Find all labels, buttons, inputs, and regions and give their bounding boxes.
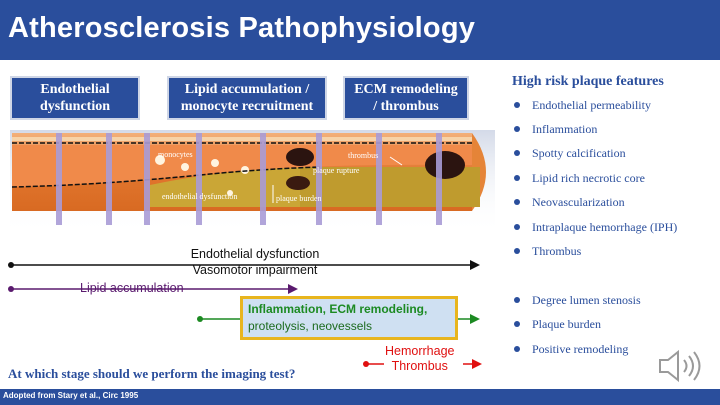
label-plaque-burden: plaque burden [276, 194, 322, 203]
bullet-icon [514, 321, 520, 328]
divider [436, 133, 442, 225]
stage-label: Endothelial dysfunction [39, 82, 111, 114]
arrow-head [472, 359, 482, 369]
monocyte [155, 155, 165, 165]
divider [260, 133, 266, 225]
rupture-blob [286, 176, 310, 190]
high-risk-title: High risk plaque features [512, 74, 664, 89]
feature-label: Neovascularization [532, 195, 625, 209]
lumen [12, 145, 472, 187]
feature-item: Neovascularization [514, 195, 625, 210]
thrombus-text: Thrombus [391, 359, 448, 373]
stage-label: ECM remodeling / thrombus [354, 82, 458, 114]
divider [144, 133, 150, 225]
divider [376, 133, 382, 225]
slide-title: Atherosclerosis Pathophysiology [8, 12, 476, 44]
speaker-wave [683, 359, 688, 373]
stage-lipid-accumulation: Lipid accumulation / monocyte recruitmen… [167, 76, 327, 120]
lipid-accumulation-label: Lipid accumulation [80, 281, 184, 295]
monocyte [211, 159, 219, 167]
speaker-body [659, 349, 679, 383]
bullet-icon [514, 126, 520, 133]
feature-label: Lipid rich necrotic core [532, 171, 645, 185]
arrow-head [470, 260, 480, 270]
feature-label: Degree lumen stenosis [532, 293, 641, 307]
feature-item: Spotty calcification [514, 146, 626, 161]
feature-item: Positive remodeling [514, 342, 628, 357]
speaker-wave [693, 351, 701, 381]
label-monocytes: monocytes [158, 150, 193, 159]
feature-label: Intraplaque hemorrhage (IPH) [532, 220, 678, 234]
arrow-head [470, 314, 480, 324]
feature-label: Inflammation [532, 122, 598, 136]
footer-bar: Adopted from Stary et al., Circ 1995 [0, 389, 720, 405]
title-bar: Atherosclerosis Pathophysiology [0, 0, 720, 60]
imaging-question: At which stage should we perform the ima… [8, 366, 296, 381]
divider [56, 133, 62, 225]
bullet-icon [514, 102, 520, 109]
feature-item: Degree lumen stenosis [514, 293, 641, 308]
feature-label: Plaque burden [532, 317, 601, 331]
bullet-icon [514, 248, 520, 255]
monocyte [181, 163, 189, 171]
bullet-icon [514, 150, 520, 157]
feature-item: Thrombus [514, 244, 581, 259]
feature-label: Positive remodeling [532, 342, 629, 356]
feature-label: Thrombus [532, 244, 582, 258]
feature-label: Endothelial permeability [532, 98, 651, 112]
bullet-icon [514, 224, 520, 231]
feature-item: Endothelial permeability [514, 98, 651, 113]
label-endothelial-dysfunction: endothelial dysfunction [162, 192, 237, 201]
bullet-icon [514, 346, 520, 353]
upper-intima [12, 137, 472, 141]
timeline-endothelial-label: Endothelial dysfunction Vasomotor impair… [180, 246, 330, 278]
inflammation-text: Inflammation, ECM remodeling, [248, 302, 428, 316]
speaker-icon[interactable] [656, 348, 704, 384]
bullet-icon [514, 199, 520, 206]
divider [106, 133, 112, 225]
divider [316, 133, 322, 225]
thrombus-blob-1 [286, 148, 314, 166]
feature-item: Plaque burden [514, 317, 601, 332]
artery-illustration: monocytes thrombus plaque rupture endoth… [10, 130, 495, 235]
monocyte [227, 190, 233, 196]
stage-ecm-remodeling: ECM remodeling / thrombus [343, 76, 469, 120]
speaker-wave [688, 355, 694, 377]
feature-item: Intraplaque hemorrhage (IPH) [514, 220, 677, 235]
vasomotor-impairment-text: Vasomotor impairment [192, 263, 318, 277]
hemorrhage-label: Hemorrhage Thrombus [385, 344, 454, 374]
bullet-icon [514, 297, 520, 304]
endothelial-dysfunction-text: Endothelial dysfunction [190, 247, 320, 261]
stage-label: Lipid accumulation / monocyte recruitmen… [180, 82, 314, 114]
thrombus-blob-2 [425, 151, 465, 179]
feature-item: Inflammation [514, 122, 597, 137]
citation: Adopted from Stary et al., Circ 1995 [3, 391, 139, 400]
hemorrhage-text: Hemorrhage [385, 344, 455, 358]
bullet-icon [514, 175, 520, 182]
label-thrombus: thrombus [348, 151, 378, 160]
divider [196, 133, 202, 225]
label-plaque-rupture: plaque rupture [313, 166, 360, 175]
thrombus-pointer [389, 156, 403, 166]
inflammation-box: Inflammation, ECM remodeling, proteolysi… [240, 296, 458, 340]
stage-endothelial-dysfunction: Endothelial dysfunction [10, 76, 140, 120]
arrow-head [288, 284, 298, 294]
proteolysis-text: proteolysis, neovessels [248, 319, 373, 333]
feature-item: Lipid rich necrotic core [514, 171, 645, 186]
feature-label: Spotty calcification [532, 146, 626, 160]
monocyte [241, 166, 249, 174]
